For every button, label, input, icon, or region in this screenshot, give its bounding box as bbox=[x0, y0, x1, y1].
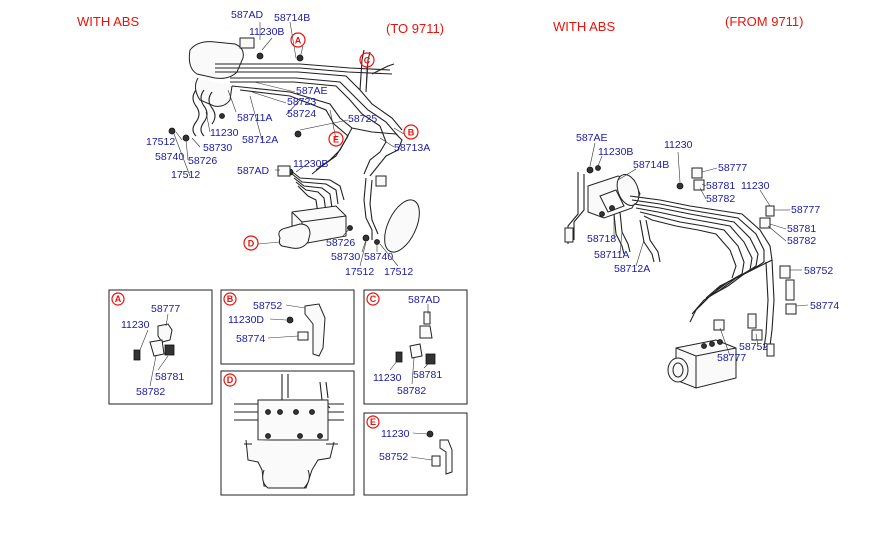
detail-box-B: B 58752 11230D 58774 bbox=[220, 289, 355, 365]
left-part-labels: 587AD 58714B 11230B 587AE 58723 58724 58… bbox=[146, 9, 430, 278]
part-label: 58777 bbox=[791, 204, 820, 216]
part-label: 58781 bbox=[413, 369, 442, 381]
part-label: 587AD bbox=[231, 9, 264, 21]
part-label: 58774 bbox=[810, 300, 839, 312]
part-label: 58730 bbox=[203, 142, 232, 154]
left-leader-lines bbox=[173, 21, 405, 267]
part-label: 58714B bbox=[633, 159, 669, 171]
part-label: 17512 bbox=[384, 266, 413, 278]
detail-box-D: D bbox=[220, 370, 355, 496]
left-section-title: WITH ABS bbox=[77, 14, 139, 29]
svg-text:D: D bbox=[248, 239, 255, 249]
part-label: 11230 bbox=[664, 139, 693, 151]
part-label: 11230B bbox=[598, 146, 633, 158]
marker-B-main: B bbox=[403, 124, 419, 140]
part-label: 11230B bbox=[293, 158, 328, 170]
part-label: 58782 bbox=[787, 235, 816, 247]
detail-box-A: A 58777 11230 58781 58782 bbox=[108, 289, 213, 405]
part-label: 11230 bbox=[381, 428, 410, 440]
marker-E-main: E bbox=[328, 131, 344, 147]
part-label: 11230 bbox=[121, 319, 150, 331]
svg-text:A: A bbox=[295, 36, 302, 46]
svg-text:C: C bbox=[370, 294, 377, 304]
part-label: 58777 bbox=[151, 303, 180, 315]
part-label: 58724 bbox=[287, 108, 316, 120]
part-label: 58712A bbox=[242, 134, 278, 146]
part-label: 58782 bbox=[136, 386, 165, 398]
part-label: 58777 bbox=[718, 162, 747, 174]
svg-text:B: B bbox=[227, 294, 234, 304]
part-label: 11230D bbox=[228, 314, 264, 326]
right-part-labels: 587AE 11230B 58714B 11230 58777 58781 58… bbox=[576, 132, 839, 364]
part-label: 11230B bbox=[249, 26, 284, 38]
left-assembly-drawing bbox=[168, 37, 420, 253]
right-assembly-drawing bbox=[564, 165, 797, 389]
part-label: 11230 bbox=[741, 180, 770, 192]
part-label: 58774 bbox=[236, 333, 265, 345]
svg-text:E: E bbox=[370, 417, 376, 427]
part-label: 58718 bbox=[587, 233, 616, 245]
right-section-range: (FROM 9711) bbox=[725, 14, 804, 29]
part-label: 58711A bbox=[594, 249, 629, 261]
marker-C-main: C bbox=[359, 52, 375, 68]
part-label: 58726 bbox=[188, 155, 217, 167]
part-label: 58712A bbox=[614, 263, 650, 275]
part-label: 58782 bbox=[397, 385, 426, 397]
part-label: 58782 bbox=[706, 193, 735, 205]
part-label: 58723 bbox=[287, 96, 316, 108]
svg-text:D: D bbox=[227, 375, 234, 385]
svg-text:A: A bbox=[115, 294, 122, 304]
marker-D-main: D bbox=[243, 235, 259, 251]
part-label: 587AD bbox=[237, 165, 270, 177]
part-label: 58752 bbox=[379, 451, 408, 463]
part-label: 58726 bbox=[326, 237, 355, 249]
part-label: 17512 bbox=[171, 169, 200, 181]
part-label: 17512 bbox=[345, 266, 374, 278]
part-label: 58781 bbox=[155, 371, 184, 383]
part-label: 58711A bbox=[237, 112, 272, 124]
part-label: 11230 bbox=[210, 127, 239, 139]
part-label: 58752 bbox=[804, 265, 833, 277]
left-section-range: (TO 9711) bbox=[386, 21, 444, 36]
part-label: 587AE bbox=[296, 85, 328, 97]
detail-box-C: C 587AD 11230 58781 58782 bbox=[363, 289, 468, 405]
part-label: 587AD bbox=[408, 294, 441, 306]
part-label: 587AE bbox=[576, 132, 608, 144]
part-label: 58752 bbox=[739, 341, 768, 353]
part-label: 58725 bbox=[348, 113, 377, 125]
part-label: 58781 bbox=[706, 180, 735, 192]
part-label: 58740 bbox=[364, 251, 393, 263]
part-label: 11230 bbox=[373, 372, 402, 384]
marker-A-main: A bbox=[290, 32, 306, 48]
svg-text:E: E bbox=[333, 135, 339, 145]
part-label: 58714B bbox=[274, 12, 310, 24]
part-label: 58781 bbox=[787, 223, 816, 235]
detail-box-E: E 11230 58752 bbox=[363, 412, 468, 496]
part-label: 58740 bbox=[155, 151, 184, 163]
part-label: 17512 bbox=[146, 136, 175, 148]
right-section-title: WITH ABS bbox=[553, 19, 615, 34]
svg-text:C: C bbox=[364, 56, 371, 66]
part-label: 58777 bbox=[717, 352, 746, 364]
right-leader-lines bbox=[589, 142, 809, 357]
part-label: 58713A bbox=[394, 142, 430, 154]
part-label: 58730 bbox=[331, 251, 360, 263]
part-label: 58752 bbox=[253, 300, 282, 312]
svg-text:B: B bbox=[408, 128, 415, 138]
